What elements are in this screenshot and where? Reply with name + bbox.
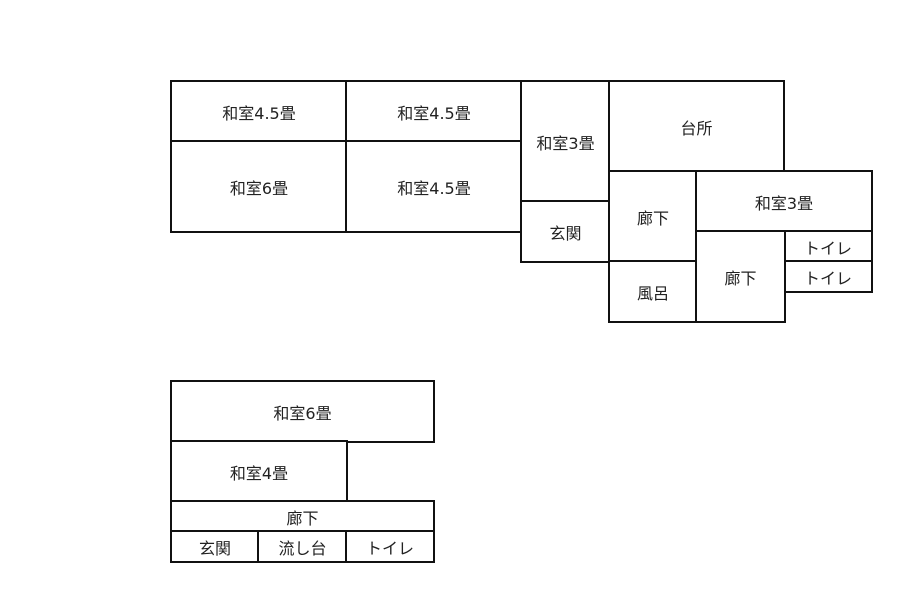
room-washitsu-4: 和室4畳 [170,440,348,503]
room-label: 廊下 [286,508,319,528]
room-furo: 風呂 [608,260,698,323]
room-toilet-lower: トイレ [783,260,873,293]
room-washitsu-4-5-top-mid: 和室4.5畳 [345,80,523,143]
room-label: 玄関 [198,538,231,558]
room-rouka-lower-plan: 廊下 [170,500,435,533]
room-label: トイレ [803,238,852,258]
room-label: トイレ [803,268,852,288]
room-label: 和室6畳 [229,178,289,198]
room-label: 廊下 [724,268,757,288]
room-genkan: 玄関 [520,200,611,263]
room-washitsu-6: 和室6畳 [170,140,348,233]
room-label: 玄関 [549,223,582,243]
room-toilet-lower-plan: トイレ [345,530,435,563]
room-nagashidai: 流し台 [257,530,348,563]
room-label: トイレ [365,538,414,558]
room-rouka-lower: 廊下 [695,230,786,323]
room-label: 風呂 [636,283,669,303]
room-label: 台所 [680,118,713,138]
room-label: 和室4.5畳 [222,103,296,123]
room-washitsu-3-center: 和室3畳 [520,80,611,203]
room-label: 和室4.5畳 [397,103,471,123]
room-rouka-upper: 廊下 [608,170,698,263]
room-label: 和室4.5畳 [397,178,471,198]
room-label: 和室3畳 [754,193,814,213]
room-genkan-lower: 玄関 [170,530,260,563]
room-washitsu-4-5-bottom-mid: 和室4.5畳 [345,140,523,233]
room-label: 廊下 [636,208,669,228]
room-toilet-upper: トイレ [783,230,873,263]
room-washitsu-4-5-top-left: 和室4.5畳 [170,80,348,143]
room-label: 和室3畳 [536,133,595,153]
room-label: 和室4畳 [229,463,289,483]
room-label: 和室6畳 [273,403,332,423]
room-washitsu-3-right: 和室3畳 [695,170,873,233]
room-label: 流し台 [278,538,327,558]
room-washitsu-6-lower: 和室6畳 [170,380,435,443]
room-daidokoro: 台所 [608,80,785,173]
